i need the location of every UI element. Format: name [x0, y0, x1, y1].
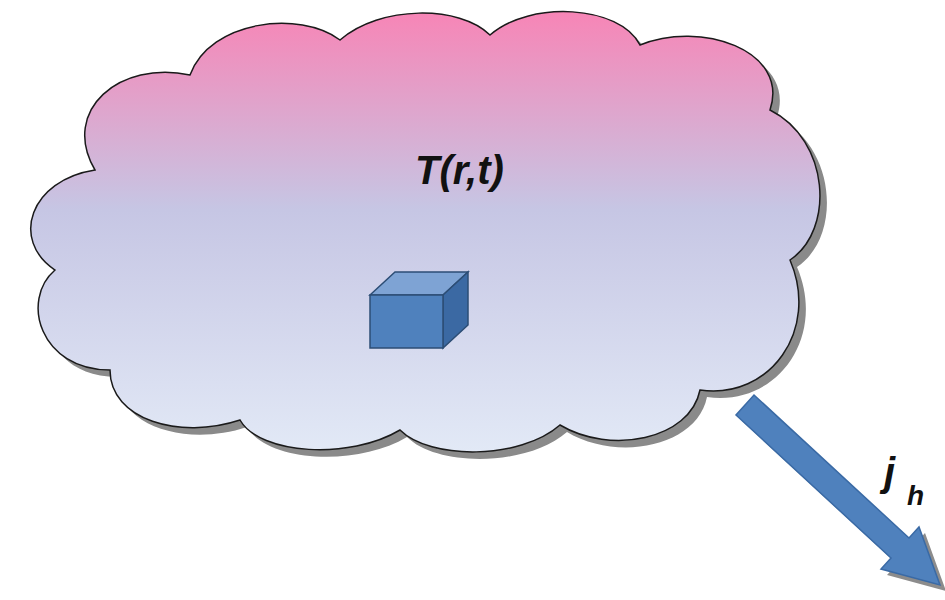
- flux-subscript: h: [907, 482, 924, 510]
- cloud-region: T(r,t): [0, 0, 850, 475]
- flux-symbol: j: [884, 452, 895, 492]
- heat-flux-arrow: [736, 395, 940, 585]
- cloud-shape: [31, 12, 820, 452]
- cloud-outline: [0, 0, 850, 475]
- field-label: T(r,t): [415, 150, 504, 190]
- volume-cube: [370, 272, 468, 348]
